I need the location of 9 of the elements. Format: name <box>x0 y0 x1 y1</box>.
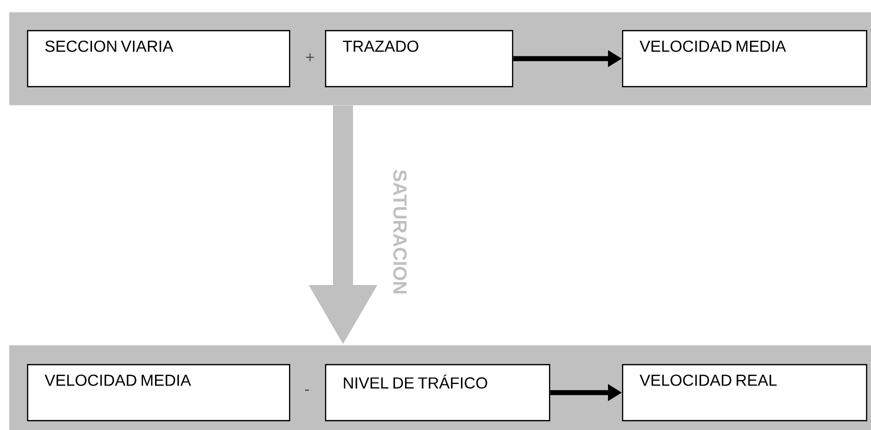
process-box: NIVEL DE TRÁFICO <box>325 364 550 422</box>
edge-label: SATURACION <box>393 170 407 294</box>
process-box: TRAZADO <box>325 30 514 88</box>
process-box: VELOCIDAD REAL <box>622 364 868 422</box>
process-box: VELOCIDAD MEDIA <box>622 30 868 88</box>
process-box: SECCION VIARIA <box>27 30 290 88</box>
process-box: VELOCIDAD MEDIA <box>27 364 290 422</box>
operator-sign: - <box>305 390 309 391</box>
operator-sign: + <box>306 53 314 62</box>
